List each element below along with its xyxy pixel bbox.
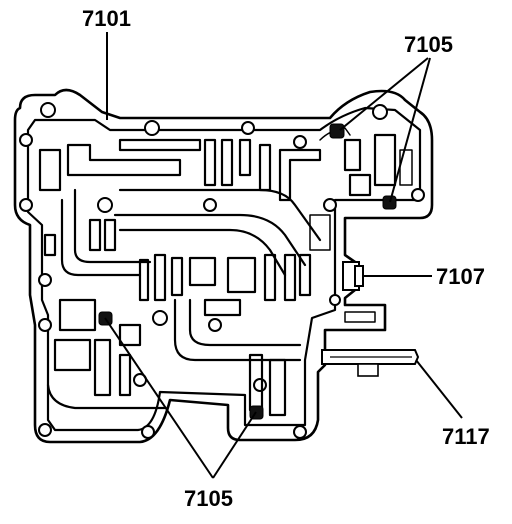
- bolt-hole: [141, 425, 155, 439]
- passage: [203, 138, 217, 187]
- passage: [118, 138, 202, 152]
- leader-7105-bottom-b: [212, 411, 257, 479]
- leader-7105-top-a: [339, 57, 429, 131]
- passage: [373, 133, 397, 187]
- callout-7107: 7107: [436, 264, 485, 289]
- passage: [309, 214, 331, 251]
- bolt-hole: [329, 294, 341, 306]
- manual-valve: [321, 349, 420, 377]
- callout-7105-top: 7105: [404, 32, 453, 57]
- passage: [348, 173, 372, 197]
- passage: [88, 218, 102, 252]
- bolt-hole: [241, 121, 255, 135]
- passage: [113, 213, 307, 267]
- accumulator-plug: [342, 261, 364, 291]
- passage: [118, 323, 142, 347]
- callout-7101: 7101: [82, 6, 131, 31]
- passage: [170, 256, 184, 297]
- passage: [153, 253, 167, 302]
- fluid-passages: [38, 127, 413, 417]
- bolt-hole: [38, 318, 52, 332]
- check-ball: [382, 195, 397, 210]
- bolt-hole: [144, 120, 160, 136]
- leader-7117: [415, 359, 463, 419]
- passage: [283, 253, 297, 302]
- passage: [53, 338, 92, 372]
- passage: [399, 149, 413, 186]
- passage: [188, 256, 217, 287]
- valve-body-inner-rim: [26, 106, 422, 432]
- passage: [38, 148, 62, 192]
- passage: [103, 218, 117, 252]
- passage: [268, 358, 287, 417]
- bolt-hole: [38, 423, 52, 437]
- callout-7117: 7117: [442, 424, 490, 449]
- bolt-hole: [372, 104, 388, 120]
- bolt-hole: [253, 378, 267, 392]
- passage: [43, 233, 57, 257]
- passage: [46, 383, 167, 410]
- leader-7105-top-b: [389, 57, 431, 203]
- passage: [118, 353, 132, 397]
- passage: [188, 298, 302, 347]
- passage: [258, 143, 272, 192]
- check-ball: [329, 123, 345, 139]
- passage: [118, 228, 287, 277]
- bolt-hole: [40, 102, 56, 118]
- bolt-hole: [152, 310, 168, 326]
- bolt-hole: [19, 198, 33, 212]
- passage: [138, 258, 150, 302]
- leader-7105-bottom-a: [104, 317, 214, 479]
- passage: [173, 298, 302, 362]
- leader-lines: [104, 32, 463, 479]
- bolt-hole: [19, 133, 33, 147]
- valve-body-outline: [13, 88, 434, 444]
- bolt-hole: [203, 198, 217, 212]
- bolt-hole: [411, 188, 425, 202]
- passage: [118, 188, 322, 242]
- passage: [58, 298, 97, 332]
- bolt-hole: [293, 135, 307, 149]
- passage: [66, 143, 182, 177]
- callout-7105-bottom: 7105: [184, 486, 233, 511]
- passage: [343, 138, 362, 172]
- passage: [226, 256, 257, 294]
- bolt-hole: [38, 273, 52, 287]
- bolt-hole: [97, 197, 113, 213]
- bolt-hole: [323, 198, 337, 212]
- passage: [203, 298, 242, 317]
- passage: [278, 148, 322, 202]
- passage: [220, 138, 234, 187]
- bolt-holes: [19, 102, 425, 439]
- passage: [73, 188, 152, 264]
- passage: [298, 253, 312, 297]
- passage: [60, 198, 142, 277]
- passage: [93, 338, 112, 397]
- bolt-hole: [293, 425, 307, 439]
- passage: [263, 253, 277, 302]
- bolt-hole: [208, 318, 222, 332]
- passage: [238, 138, 252, 177]
- passage: [344, 311, 376, 323]
